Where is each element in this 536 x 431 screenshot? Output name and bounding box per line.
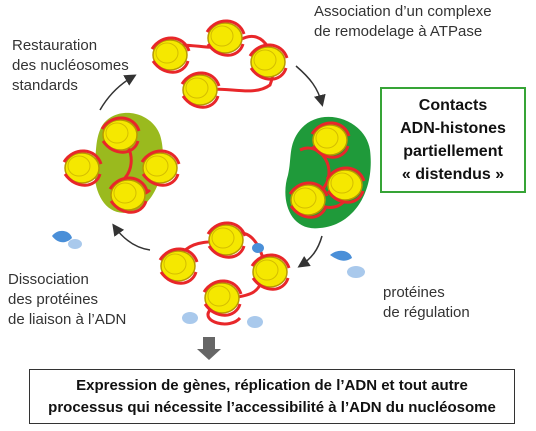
nucleosome-array-top xyxy=(150,19,289,109)
result-box: Expression de gènes, réplication de l’AD… xyxy=(29,369,515,424)
label-regulatory-proteins: protéines de régulation xyxy=(383,284,470,321)
result-line-2: processus qui nécessite l’accessibilité … xyxy=(48,398,496,416)
down-arrow xyxy=(197,337,221,360)
cycle-arrow-top-right xyxy=(295,65,326,107)
label-restoration: Restauration des nucléosomes standards xyxy=(12,37,129,94)
cycle-arrow-bottom-left xyxy=(112,223,151,251)
label-atpase-complex: Association d’un complexe de remodelage … xyxy=(314,3,492,40)
nucleosome-array-bottom xyxy=(158,221,291,328)
contacts-box: Contacts ADN-histones partiellement « di… xyxy=(380,87,526,193)
regulatory-proteins-right xyxy=(330,250,365,278)
result-line-1: Expression de gènes, réplication de l’AD… xyxy=(76,376,468,394)
regulatory-proteins-left xyxy=(52,230,82,249)
remodeling-complex-right xyxy=(285,116,371,229)
cycle-arrow-left xyxy=(99,74,137,111)
label-dissociation: Dissociation des protéines de liaison à … xyxy=(8,271,127,328)
remodeling-complex-left xyxy=(62,112,181,214)
cycle-arrow-right xyxy=(297,235,323,268)
